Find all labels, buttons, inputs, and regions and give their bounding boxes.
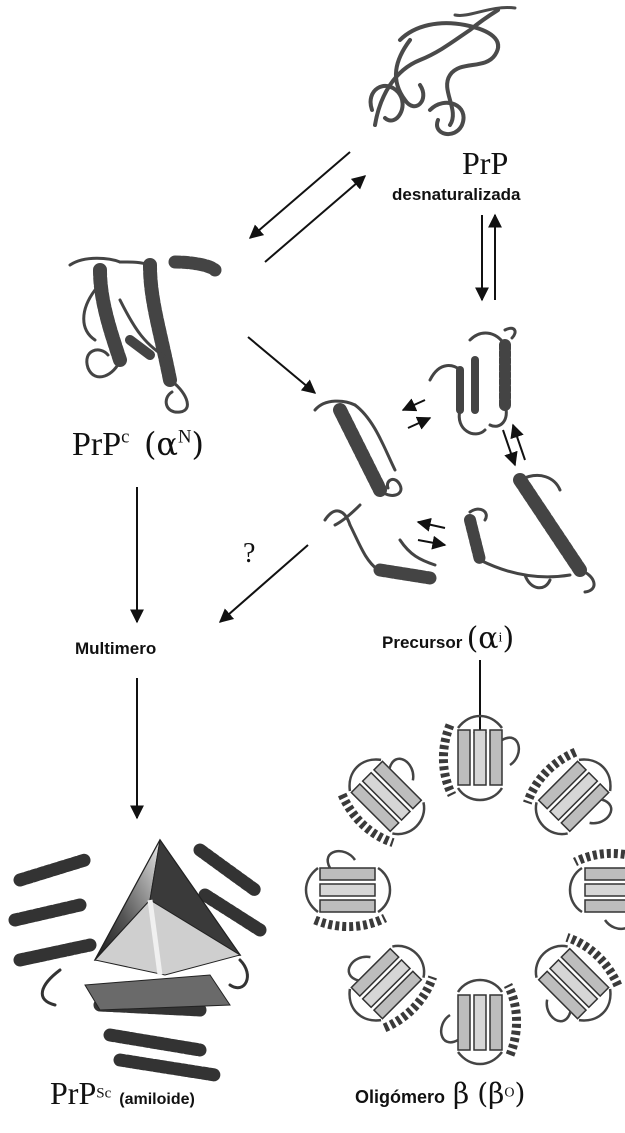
arrow-intermediate-exchange-d [513, 425, 525, 460]
oligomer-beta: β [453, 1077, 469, 1110]
oligomer-subunit [306, 851, 390, 926]
oligomer-ring-structure [306, 716, 625, 1064]
prpc-form-close: ) [192, 425, 204, 463]
intermediate-structure-right [470, 475, 594, 592]
question-mark-label: ? [243, 540, 255, 568]
precursor-structure-top [430, 328, 515, 434]
arrow-intermediate-exchange-b [408, 418, 430, 428]
prpc-base: PrP [72, 426, 121, 463]
prpsc-label: PrPSc (amiloide) [50, 1077, 195, 1109]
arrow-denatured-to-prpc [250, 152, 350, 238]
prpsc-amyloid-structure [15, 840, 260, 1075]
oligomer-subunit [331, 740, 444, 853]
precursor-form-close: ) [502, 621, 514, 656]
arrow-intermediate-exchange-f [418, 540, 445, 545]
prpc-form-superscript: N [178, 427, 192, 448]
oligomer-subunit [570, 853, 625, 928]
oligomer-word: Oligómero [355, 1087, 445, 1107]
arrow-intermediate-exchange-e [418, 522, 445, 528]
oligomer-subunit [518, 741, 625, 854]
arrow-prpc-to-denatured [265, 176, 365, 262]
arrow-intermediate-exchange-c [503, 430, 515, 465]
arrow-intermediate-exchange-a [403, 400, 425, 410]
prpsc-base: PrP [50, 1075, 96, 1111]
prpc-form-open: (α [144, 425, 178, 463]
prpc-label: PrPc (αN) [72, 428, 204, 462]
oligomer-form-superscript: O [504, 1086, 514, 1101]
intermediate-structure-left [315, 401, 401, 495]
precursor-form-open: (α [467, 621, 499, 656]
intermediate-structure-bottom [325, 505, 435, 578]
prpsc-description: (amiloide) [119, 1091, 195, 1108]
arrow-intermediate-to-multimer [220, 545, 308, 622]
precursor-label: Precursor (αi) [382, 624, 514, 654]
oligomer-subunit [516, 928, 625, 1041]
prpc-structure [70, 258, 215, 412]
reaction-arrows [137, 152, 525, 818]
prpsc-superscript: Sc [96, 1086, 111, 1102]
prpc-superscript: c [121, 427, 129, 448]
multimer-label: Multimero [75, 640, 156, 657]
oligomer-subunit [443, 716, 518, 800]
oligomer-form-close: ) [514, 1077, 525, 1110]
oligomer-subunit [330, 926, 443, 1039]
arrow-prpc-to-intermediate [248, 337, 315, 393]
denatured-prp-structure [371, 8, 515, 135]
denatured-description-label: desnaturalizada [392, 186, 521, 203]
denatured-prp-label: PrP [462, 147, 508, 179]
oligomer-subunit [441, 980, 516, 1064]
oligomer-form-open: (β [477, 1077, 504, 1110]
oligomer-label: Oligómero β (βO) [355, 1080, 525, 1108]
precursor-word: Precursor [382, 633, 462, 652]
